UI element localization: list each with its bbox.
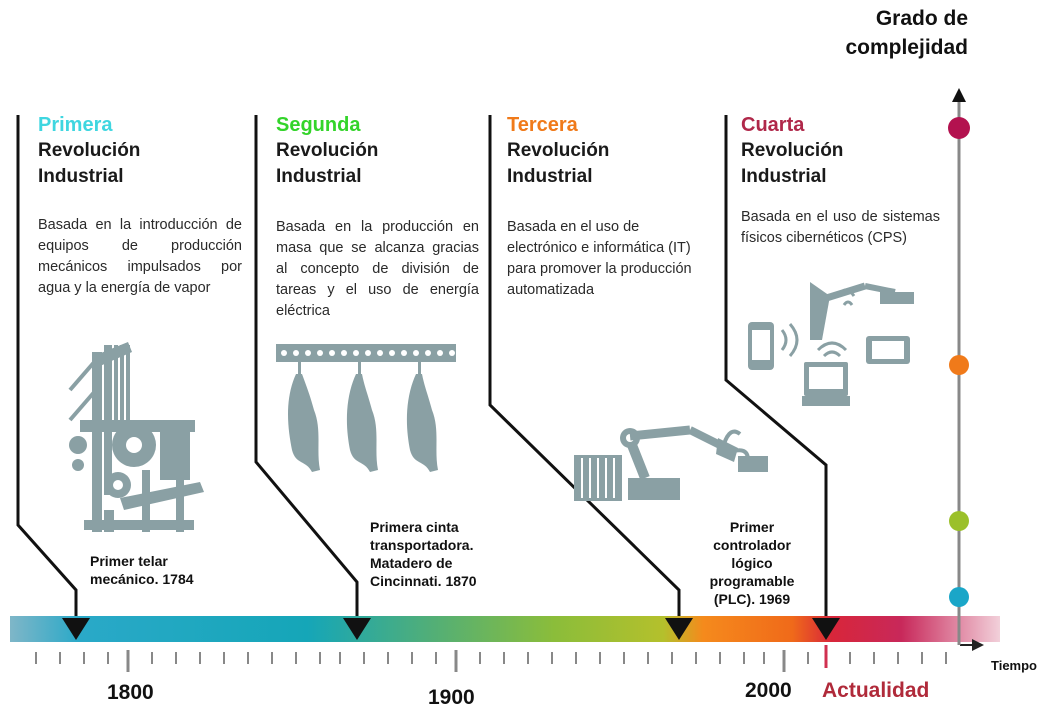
complexity-dot-4 xyxy=(948,117,970,139)
y-axis-title: Grado de complejidad xyxy=(800,4,968,62)
revolution-1-description: Basada en la introducción de equipos de … xyxy=(38,217,242,296)
y-axis-title-line1: Grado de xyxy=(875,7,968,30)
revolution-3-heading: Tercera Revolución Industrial xyxy=(507,112,717,190)
x-axis-arrowhead xyxy=(972,639,984,651)
connector-line-1 xyxy=(16,115,78,616)
revolution-1-event: Primer telar mecánico. 1784 xyxy=(90,553,194,587)
revolution-4-line3: Industrial xyxy=(741,166,827,187)
revolution-1-line3: Industrial xyxy=(38,166,124,187)
year-label-2000: 2000 xyxy=(745,679,792,702)
revolution-1-line2: Revolución xyxy=(38,140,141,161)
complexity-dot-2 xyxy=(949,511,969,531)
revolution-1-ordinal: Primera xyxy=(38,114,113,136)
cyber-physical-systems-icon xyxy=(748,282,914,406)
robot-arm-icon xyxy=(574,425,768,501)
revolution-3-line3: Industrial xyxy=(507,166,593,187)
complexity-dot-1 xyxy=(949,587,969,607)
connector-line-4 xyxy=(724,115,828,616)
connector-line-2 xyxy=(254,115,359,616)
event-marker-4 xyxy=(812,618,840,640)
y-axis-arrowhead xyxy=(952,88,966,102)
conveyor-belt-icon xyxy=(276,344,456,472)
revolution-2-event: Primera cinta transportadora. Matadero d… xyxy=(370,519,477,589)
revolution-4-ordinal: Cuarta xyxy=(741,114,805,136)
revolution-2-ordinal: Segunda xyxy=(276,114,361,136)
year-label-1900: 1900 xyxy=(428,686,475,709)
x-axis-title: Tiempo xyxy=(991,658,1037,673)
mechanical-loom-icon xyxy=(68,342,204,532)
revolution-3-description: Basada en el uso de electrónico e inform… xyxy=(507,219,692,298)
revolution-4-description: Basada en el uso de sistemas físicos cib… xyxy=(741,209,940,246)
revolution-2-description: Basada en la producción en masa que se a… xyxy=(276,219,479,319)
revolution-3-line2: Revolución xyxy=(507,140,610,161)
revolution-2-line2: Revolución xyxy=(276,140,379,161)
revolution-3-event: Primer controlador lógico programable (P… xyxy=(709,519,795,607)
event-marker-1 xyxy=(62,618,90,640)
revolution-2-line3: Industrial xyxy=(276,166,362,187)
connector-line-3 xyxy=(488,115,681,616)
event-marker-3 xyxy=(665,618,693,640)
revolution-4-line2: Revolución xyxy=(741,140,844,161)
revolution-1-heading: Primera Revolución Industrial xyxy=(38,112,248,190)
year-label-1800: 1800 xyxy=(107,681,154,704)
event-marker-2 xyxy=(343,618,371,640)
timeline-band xyxy=(10,616,1000,642)
complexity-dot-3 xyxy=(949,355,969,375)
y-axis-title-line2: complejidad xyxy=(845,36,968,59)
year-label-current: Actualidad xyxy=(822,679,930,702)
revolution-3-ordinal: Tercera xyxy=(507,114,578,136)
revolution-4-heading: Cuarta Revolución Industrial xyxy=(741,112,941,190)
revolution-2-heading: Segunda Revolución Industrial xyxy=(276,112,486,190)
timeline-ticks xyxy=(35,650,947,672)
